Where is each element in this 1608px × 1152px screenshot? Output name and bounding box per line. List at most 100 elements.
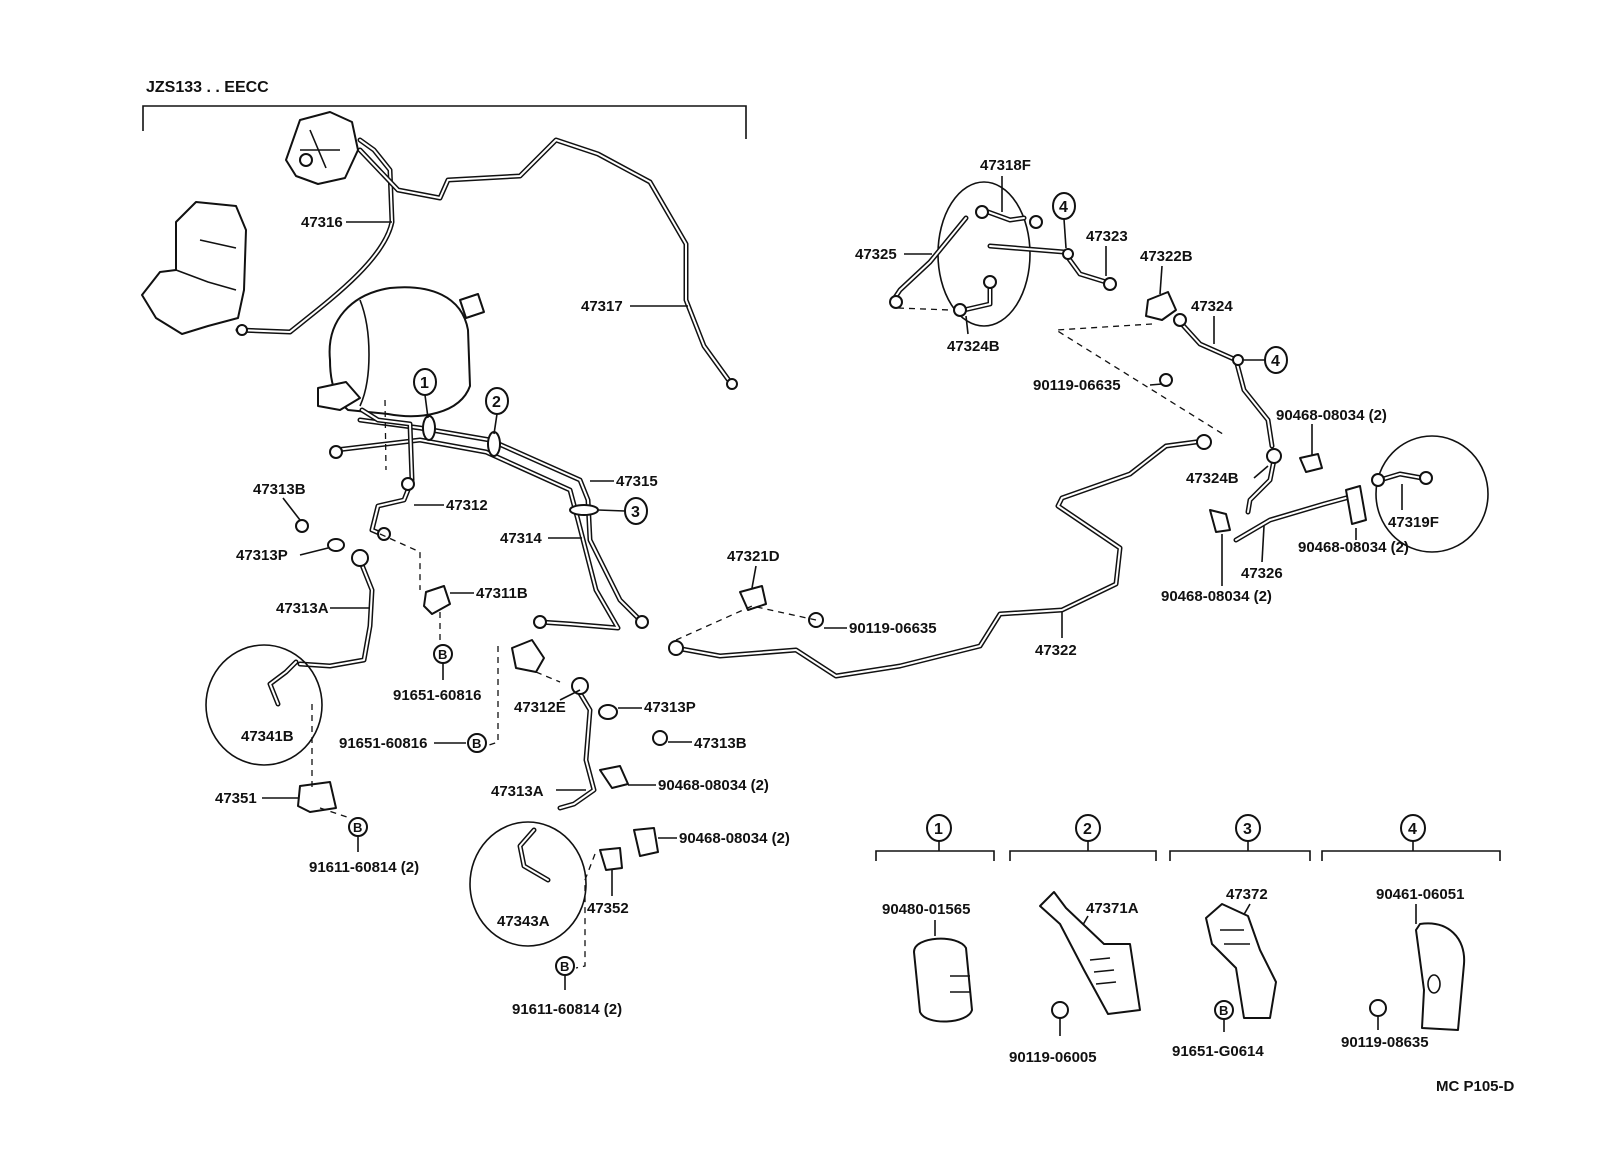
svg-text:B: B [560, 959, 569, 974]
label-47313A-left: 47313A [276, 600, 329, 617]
label-47317: 47317 [581, 298, 623, 315]
tube-47314-rear-fitting [533, 615, 547, 629]
tube-47324B-lower [1245, 457, 1277, 515]
clip-90468-a [599, 765, 629, 789]
bracket-47322B [1145, 291, 1177, 321]
detail-panel-1: 1 90480-01565 [875, 814, 995, 1023]
callout-2: 2 [485, 387, 509, 435]
svg-text:1: 1 [420, 375, 429, 392]
fitting-47318F-a [975, 205, 989, 219]
label-47341B: 47341B [241, 728, 294, 745]
tube-47312-fitting [401, 477, 415, 491]
brake-booster [317, 286, 485, 418]
label-47322: 47322 [1035, 642, 1077, 659]
label-91651-60816-a: 91651-60816 [393, 687, 481, 704]
label-47324B-lower: 47324B [1186, 470, 1239, 487]
label-47312: 47312 [446, 497, 488, 514]
svg-text:2: 2 [492, 394, 501, 411]
dash-center-3 [575, 853, 596, 969]
tube-47322 [673, 439, 1199, 679]
label-47326: 47326 [1241, 565, 1283, 582]
tube-47314 [333, 437, 621, 631]
label-47312E: 47312E [514, 699, 566, 716]
label-91611-60814-a: 91611-60814 (2) [309, 859, 419, 876]
tube-47314-fitting [329, 445, 343, 459]
bracket-47312E [511, 639, 545, 673]
svg-text:3: 3 [631, 504, 640, 521]
clamp-2 [487, 431, 501, 457]
label-47313A-center: 47313A [491, 783, 544, 800]
b-marker-2: B [467, 733, 487, 753]
tube-47317-fitting [726, 378, 738, 390]
svg-text:B: B [438, 647, 447, 662]
detail-panel-3: 3 47372 B 91651-G0614 [1169, 814, 1311, 1060]
label-47324B-upper: 47324B [947, 338, 1000, 355]
label-47311B: 47311B [476, 585, 528, 602]
dash-upper-1 [897, 307, 951, 311]
model-code: JZS133 . . EECC [146, 79, 269, 96]
fitting-47323 [1103, 277, 1117, 291]
label-47313B-left: 47313B [253, 481, 306, 498]
svg-text:1: 1 [934, 821, 943, 838]
label-91651-G0614: 91651-G0614 [1172, 1043, 1264, 1060]
callout-4-upper: 4 [1052, 192, 1076, 249]
bracket-47351 [297, 781, 337, 813]
svg-text:B: B [1219, 1003, 1228, 1018]
dash-left-5 [319, 807, 351, 819]
bracket-47352 [599, 847, 623, 871]
label-90119-06635-b: 90119-06635 [1033, 377, 1121, 394]
tube-47312 [359, 407, 415, 539]
hose-47313A-left [297, 557, 375, 669]
label-47313P-center: 47313P [644, 699, 696, 716]
clip-90468-e [1209, 509, 1231, 533]
label-47351: 47351 [215, 790, 257, 807]
hose-47313A-center-fitting [571, 677, 589, 695]
callout-4-lower: 4 [1244, 346, 1288, 374]
label-91611-60814-b: 91611-60814 (2) [512, 1001, 622, 1018]
tube-47323 [987, 243, 1109, 285]
clamp-3 [569, 504, 599, 516]
label-47371A: 47371A [1086, 900, 1139, 917]
rear-right-wheel-outline [1375, 435, 1489, 553]
gasket-47313P-left [327, 538, 345, 552]
hose-47313A-left-fitting [351, 549, 369, 567]
gasket-47313P-center [598, 704, 618, 720]
label-90468-08034-b: 90468-08034 (2) [679, 830, 790, 847]
clamp-47321D [739, 585, 767, 611]
tube-47324B-upper [961, 283, 993, 313]
clip-90468-b [633, 827, 659, 857]
label-47322B: 47322B [1140, 248, 1193, 265]
b-marker-1: B [433, 644, 453, 680]
center-wheel-outline [469, 821, 587, 947]
label-90468-08034-a: 90468-08034 (2) [658, 777, 769, 794]
label-47323: 47323 [1086, 228, 1128, 245]
svg-text:4: 4 [1271, 353, 1280, 370]
actuator-fitting [299, 153, 313, 167]
label-90119-06005: 90119-06005 [1009, 1049, 1097, 1066]
tube-47324 [1177, 319, 1275, 449]
bolt-47313B-center [652, 730, 668, 746]
label-47315: 47315 [616, 473, 658, 490]
label-47313B-center: 47313B [694, 735, 747, 752]
label-47314: 47314 [500, 530, 542, 547]
tube-47325 [889, 215, 969, 305]
b-marker-4: B [555, 956, 575, 990]
label-47313P-left: 47313P [236, 547, 288, 564]
label-47372: 47372 [1226, 886, 1268, 903]
hose-47313A-center [557, 687, 597, 811]
label-90468-08034-e: 90468-08034 (2) [1161, 588, 1272, 605]
label-90119-08635: 90119-08635 [1341, 1034, 1429, 1051]
fitting-47324B-lower [1266, 448, 1282, 464]
dash-center-2 [535, 671, 561, 683]
bolt-90119-06005 [1051, 1001, 1069, 1019]
clamp-47372 [1205, 903, 1277, 1019]
tube-47322-rear-fitting [1196, 434, 1212, 450]
drawing-code: MC P105-D [1436, 1078, 1515, 1095]
joint-4-upper [1062, 248, 1074, 260]
label-47321D: 47321D [727, 548, 780, 565]
label-47352: 47352 [587, 900, 629, 917]
bracket-47371A [1039, 891, 1141, 1015]
label-47343A: 47343A [497, 913, 550, 930]
bolt-90119-08635 [1369, 999, 1387, 1017]
